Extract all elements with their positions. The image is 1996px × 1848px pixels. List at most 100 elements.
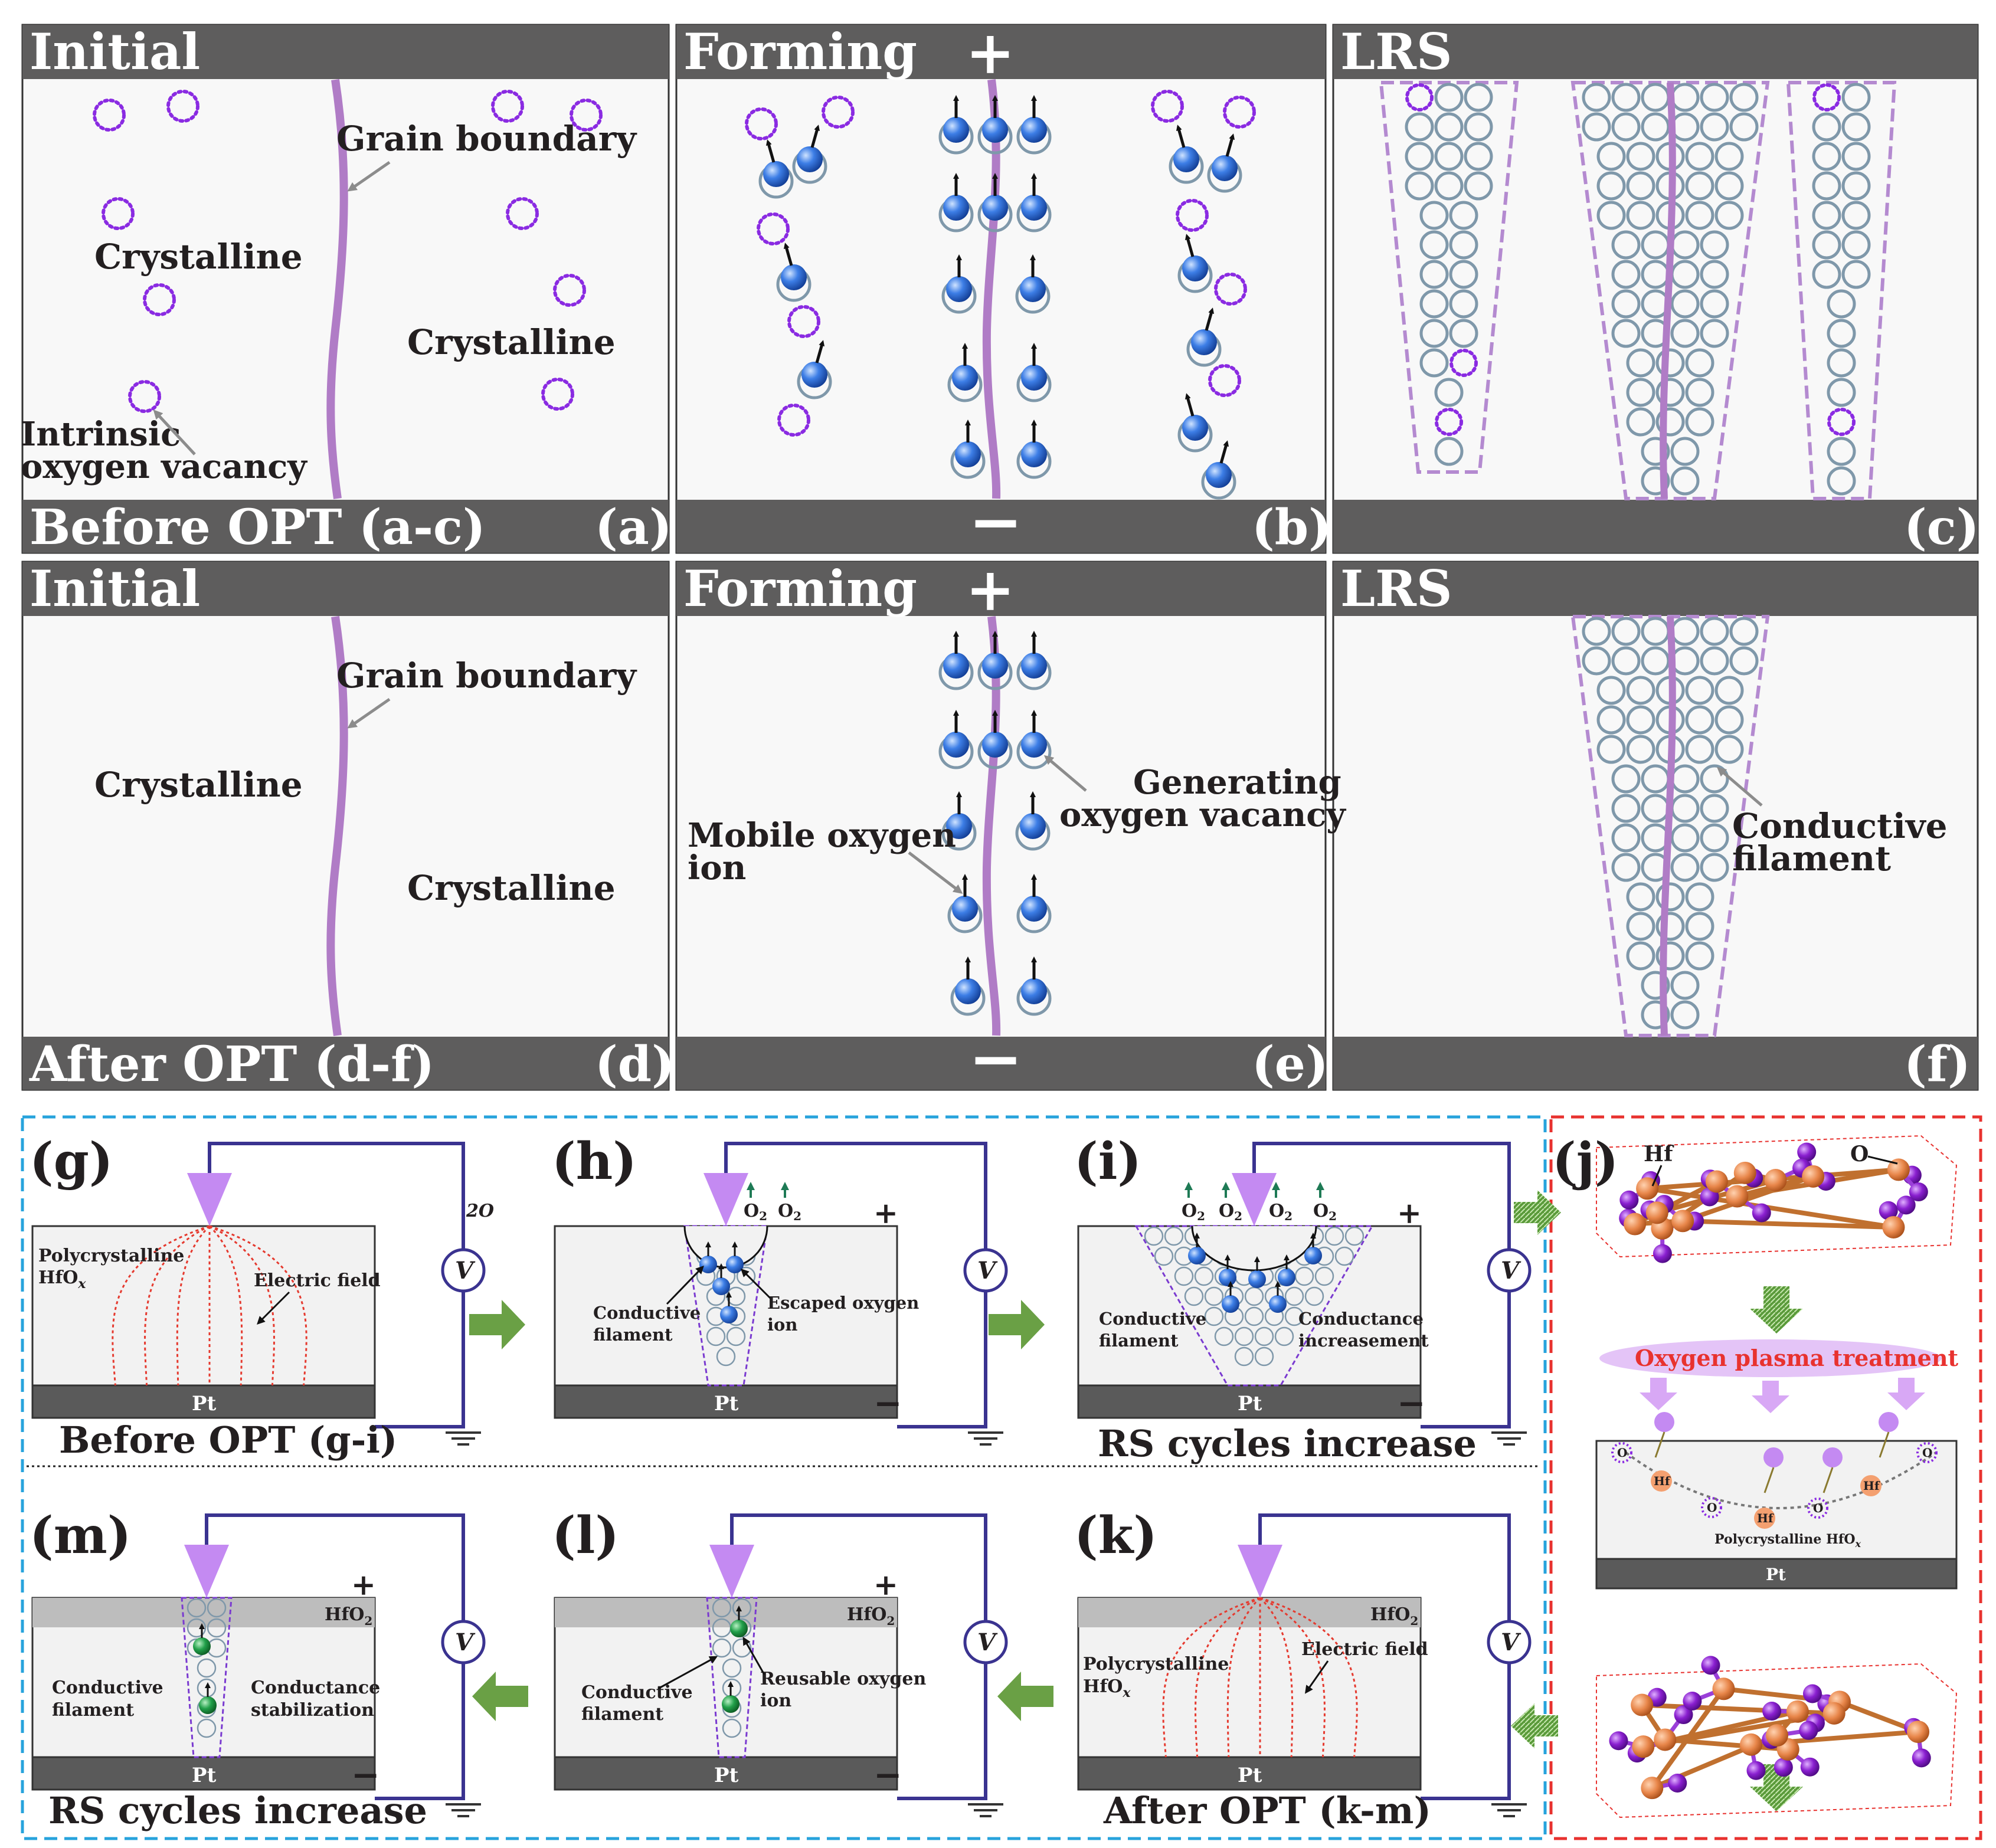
cell-label: ion [767,1315,797,1335]
hatched-flow-arrow [1514,1190,1561,1235]
plasma-oxygen-ion [1654,1412,1674,1432]
electrode-label: Pt [192,1392,217,1416]
lattice-site [712,1638,732,1658]
oxygen-ion [801,362,827,388]
pointer-arrow [657,1656,718,1690]
lattice-site [1812,230,1841,260]
process-flow-arrow [989,1300,1045,1349]
oxygen-vacancy [570,99,603,132]
oxygen-vacancy [1176,199,1209,232]
section-caption: After OPT (k-m) [1103,1789,1431,1832]
lattice-site [1449,319,1478,348]
positive-sign: + [966,18,1015,87]
positive-sign: + [873,1195,898,1230]
conductive-filament-label: filament [1732,838,1891,879]
electrode-label: Pt [714,1764,739,1787]
panel-letter: (j) [1552,1132,1619,1191]
oxygen-vacancy [1807,1498,1828,1519]
circuit-wire [897,1291,987,1428]
hafnium-atom [1632,1735,1655,1758]
lattice-site [197,1658,217,1678]
grain-boundary [982,79,1001,499]
oxygen-ion [1021,896,1047,922]
lattice-site [1714,142,1744,171]
hafnium-atom [1636,1177,1659,1200]
hafnium-atom [1822,1702,1846,1725]
lattice-site [1700,764,1729,794]
plasma-flow-arrow [1640,1378,1677,1410]
oxygen-atom [1800,1757,1820,1777]
lattice-site [1670,853,1700,882]
circuit-wire [1258,1513,1511,1621]
hf-atom-label: Hf [1757,1511,1774,1525]
oxygen-ion [943,195,969,221]
ion-motion-arrow [810,124,820,148]
lattice-site [1314,1266,1334,1286]
hafnium-atom [1654,1728,1677,1751]
cell-label: Electric field [254,1270,381,1291]
electrode-label: Pt [192,1764,217,1787]
hafnium-atom [1645,1201,1668,1224]
cell-label: Electric field [1301,1639,1428,1660]
pointer-arrow [1304,1660,1329,1694]
hatched-flow-arrow [1750,1764,1803,1811]
hafnium-atom [1754,1508,1775,1529]
pointer-line [1867,1155,1898,1165]
panel-letter: (e) [1252,1036,1329,1093]
adsorption-bond [1763,1467,1775,1493]
panel-footer-bar [1333,500,1978,553]
positive-sign: + [351,1567,376,1602]
panel-letter: (m) [30,1506,131,1565]
lattice-site [1812,142,1841,171]
section-caption: Before OPT (g-i) [59,1418,397,1462]
electric-field-line [176,1225,211,1386]
lattice-site [1655,941,1685,971]
lattice-site [1685,676,1714,705]
voltmeter-label: V [455,1629,476,1656]
oxygen-vacancy [1214,273,1247,306]
lattice-site [1685,912,1714,941]
hatched-flow-arrow [1511,1703,1558,1748]
lattice-site [1670,971,1700,1000]
electric-field-line [1195,1597,1261,1758]
circuit-wire [1421,1291,1511,1428]
circuit-wire [724,1142,987,1250]
lattice-site [1344,1226,1365,1246]
polycrystalline-label: Polycrystalline HfOx [1714,1532,1861,1549]
cell-label: Conductive [581,1682,693,1703]
lattice-site [1641,437,1670,466]
lattice-site [1611,646,1641,676]
oxygen-vacancy [1208,364,1241,397]
pt-electrode [1077,1756,1422,1791]
unit-cell-outline [1596,1663,1958,1818]
lattice-site [1449,289,1478,319]
intrinsic-label: Intrinsic [21,415,181,454]
circuit-wire [375,1663,465,1800]
voltmeter-label: V [1501,1257,1521,1285]
panel-letter: (d) [595,1036,675,1093]
circuit-wire [208,1142,465,1250]
plasma-treatment-banner [1599,1339,1942,1377]
lattice-site [1827,348,1856,378]
oxygen-vacancy [1812,83,1841,112]
oxygen-vacancy [166,90,199,123]
ion-motion-arrow [1184,393,1195,417]
lattice-site [732,1598,752,1618]
oxygen-ion [943,653,969,679]
oxygen-ion [1188,1247,1206,1264]
cell-label: Polycrystalline [38,1246,184,1266]
circuit-wire [1252,1142,1511,1250]
oxygen-atom [1909,1182,1928,1202]
escaped-o2-label: O2 [1313,1201,1337,1223]
lattice-site [1626,201,1655,230]
lattice-site [1449,260,1478,289]
lattice-site [1611,289,1641,319]
oxygen-ion [1269,1295,1287,1313]
oxygen-vacancy [506,197,539,230]
oxygen-atom [1746,1761,1766,1780]
lattice-site [1641,971,1670,1000]
oxygen-vacancy [491,90,524,123]
oxygen-vacancy [745,107,778,140]
